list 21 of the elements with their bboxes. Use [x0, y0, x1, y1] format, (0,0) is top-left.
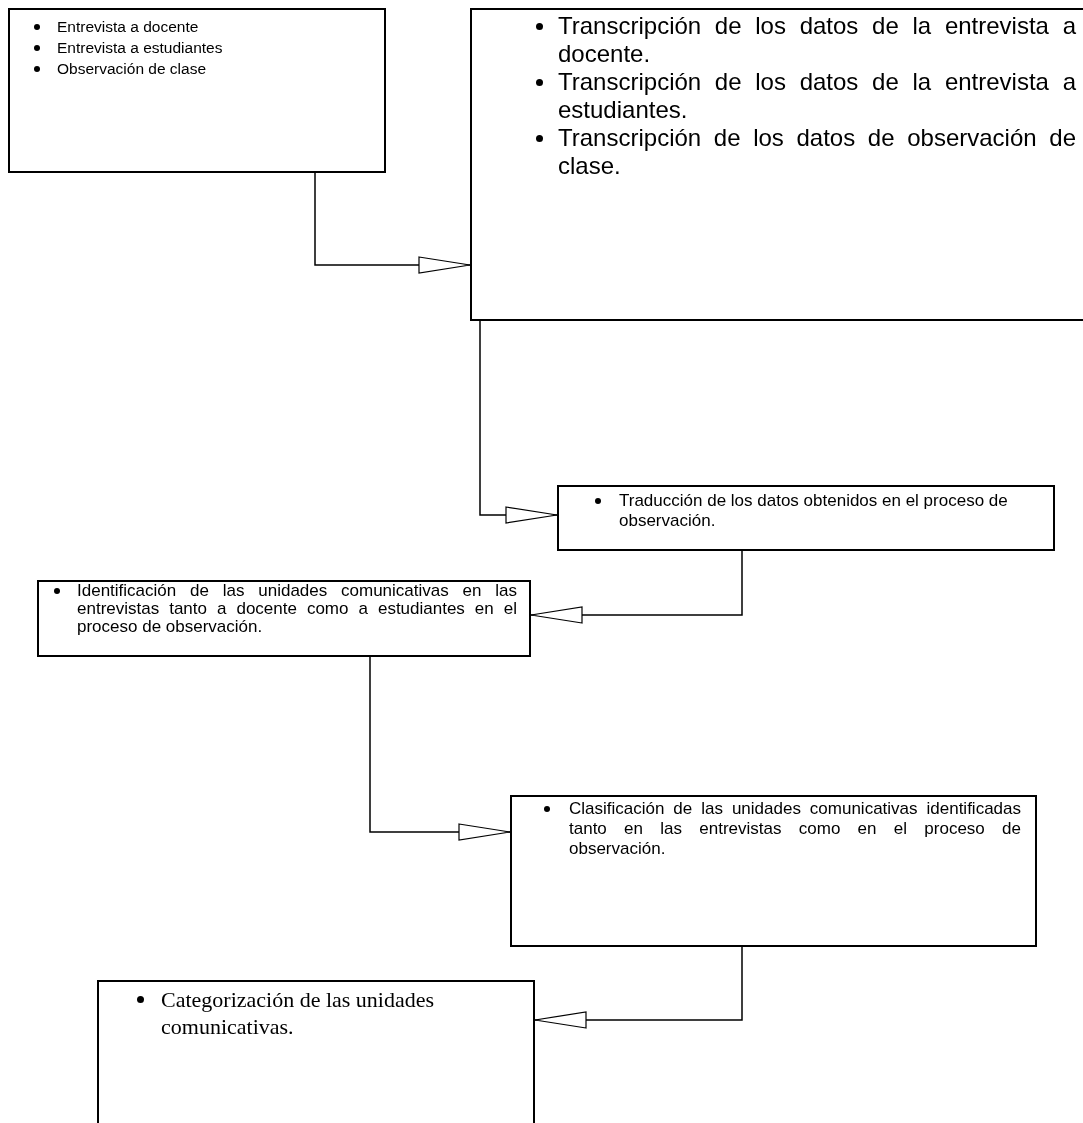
arrow [314, 172, 471, 274]
bullet-item: Entrevista a estudiantes [57, 38, 224, 58]
bullet-item: Clasificación de las unidades comunicativas identificadas tanto en las entrevistas como en el proceso de observación. [569, 799, 1021, 859]
bullet-item: Identificación de las unidades comunicativas en las entrevistas tanto a docente como a estudiantes en el proceso de observación. [77, 582, 517, 636]
bullet-item: Traducción de los datos obtenidos en el proceso de observación. [619, 491, 1009, 531]
bullet-item: Transcripción de los datos de la entrevista a estudiantes. [558, 68, 1076, 124]
bullet-item: Entrevista a docente [57, 17, 200, 37]
bullet-item: Transcripción de los datos de observación de clase. [558, 124, 1076, 180]
process-box [37, 580, 531, 657]
process-box [8, 8, 386, 173]
arrow [369, 656, 511, 841]
bullet-item: Observación de clase [57, 59, 208, 79]
bullet-item: Transcripción de los datos de la entrevista a docente. [558, 12, 1076, 68]
arrow [479, 320, 558, 524]
process-box [470, 8, 1083, 321]
bullet-item: Categorización de las unidades comunicativas. [161, 986, 436, 1040]
process-box [510, 795, 1037, 947]
arrow [530, 550, 743, 624]
arrow [534, 946, 743, 1029]
process-box [557, 485, 1055, 551]
process-box [97, 980, 535, 1123]
